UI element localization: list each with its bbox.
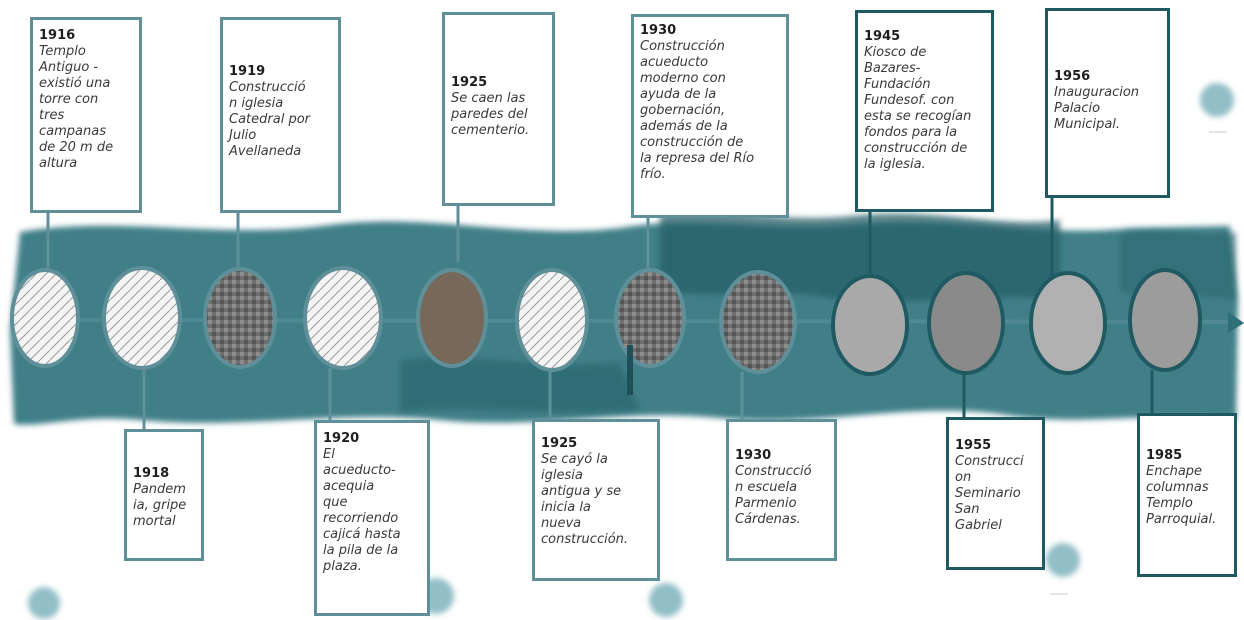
event-year: 1920 — [323, 431, 360, 446]
event-text: Templo Antiguo - existió una torre con t… — [39, 44, 114, 171]
event-year: 1930 — [640, 23, 677, 38]
splash — [1200, 83, 1234, 117]
event-text: Construcció n iglesia Catedral por Julio… — [229, 80, 310, 159]
splash — [649, 583, 683, 617]
event-text: El acueducto- acequia que recorriendo ca… — [323, 447, 401, 574]
event-card-1985: 1985 Enchape columnas Templo Parroquial. — [1137, 413, 1237, 577]
event-text: Se cayó la iglesia antigua y se inicia l… — [541, 452, 629, 547]
event-card-1945: 1945 Kiosco de Bazares- Fundación Fundes… — [855, 10, 994, 212]
event-year: 1930 — [735, 448, 772, 463]
band-dark-2 — [400, 357, 640, 413]
photo-cemetery-wall-photo — [416, 268, 488, 368]
timeline-arrowhead — [1228, 312, 1244, 333]
event-card-1930-b: 1930 Construcció n escuela Parmenio Cárd… — [726, 419, 837, 561]
event-year: 1925 — [451, 75, 488, 90]
event-year: 1918 — [133, 466, 170, 481]
event-year: 1916 — [39, 28, 76, 43]
event-text: Construcción acueducto moderno con ayuda… — [640, 39, 755, 182]
event-card-1916: 1916 Templo Antiguo - existió una torre … — [30, 17, 142, 213]
event-year: 1985 — [1146, 448, 1183, 463]
event-text: Enchape columnas Templo Parroquial. — [1146, 464, 1217, 527]
event-text: Construcci on Seminario San Gabriel — [955, 454, 1024, 533]
event-year: 1955 — [955, 438, 992, 453]
event-text: Se caen las paredes del cementerio. — [451, 91, 530, 138]
event-year: 1919 — [229, 64, 266, 79]
event-card-1956: 1956 Inauguracion Palacio Municipal. — [1045, 8, 1170, 198]
event-text: Inauguracion Palacio Municipal. — [1054, 85, 1140, 132]
event-card-1918: 1918 Pandem ia, gripe mortal — [124, 429, 204, 561]
photo-cathedral-photo — [203, 267, 277, 369]
photo-medallions — [10, 266, 1202, 376]
splash — [1046, 543, 1080, 577]
event-text: Pandem ia, gripe mortal — [133, 482, 187, 529]
event-text: Construcció n escuela Parmenio Cárdenas. — [735, 464, 812, 527]
photo-school-group-photo — [719, 270, 797, 374]
event-card-1930-a: 1930 Construcción acueducto moderno con … — [631, 14, 789, 218]
event-year: 1956 — [1054, 69, 1091, 84]
event-text: Kiosco de Bazares- Fundación Fundesof. c… — [864, 45, 972, 172]
event-card-1920: 1920 El acueducto- acequia que recorrien… — [314, 420, 430, 616]
photo-aqueduct-sketch — [303, 266, 383, 370]
photo-old-church-sketch — [10, 268, 80, 368]
photo-municipal-palace-photo — [1029, 271, 1107, 375]
photo-dam-photo — [614, 268, 686, 368]
event-card-1925-a: 1925 Se caen las paredes del cementerio. — [442, 12, 555, 206]
photo-parish-temple-photo — [1128, 268, 1202, 372]
splash — [28, 587, 60, 619]
photo-seminary-photo — [927, 271, 1005, 375]
event-card-1955: 1955 Construcci on Seminario San Gabriel — [946, 417, 1045, 570]
event-year: 1945 — [864, 29, 901, 44]
event-year: 1925 — [541, 436, 578, 451]
photo-new-church-sketch — [515, 268, 589, 372]
event-card-1925-b: 1925 Se cayó la iglesia antigua y se ini… — [532, 419, 660, 581]
photo-town-sketch — [102, 266, 182, 370]
connectors — [46, 195, 1154, 430]
event-card-1919: 1919 Construcció n iglesia Catedral por … — [220, 17, 341, 213]
photo-kiosk-photo — [831, 274, 909, 376]
